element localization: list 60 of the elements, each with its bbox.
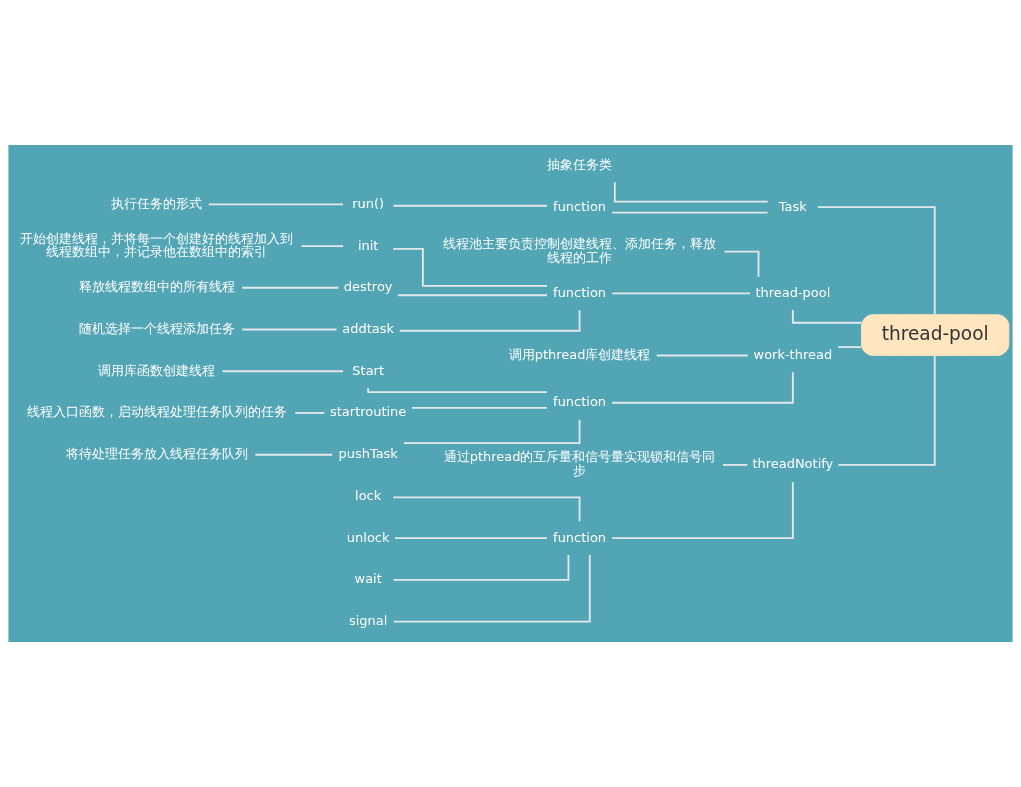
node-text: function bbox=[553, 198, 607, 214]
connector bbox=[392, 496, 581, 523]
connector bbox=[294, 412, 326, 414]
node-text: Start bbox=[352, 362, 385, 378]
connector bbox=[394, 537, 548, 540]
connector bbox=[392, 204, 548, 207]
connector bbox=[241, 286, 340, 289]
node-text: startroutine bbox=[330, 404, 407, 420]
node-text: thread-pool bbox=[755, 284, 831, 300]
node-text: 调用库函数创建线程 bbox=[98, 362, 216, 378]
connector bbox=[392, 553, 570, 581]
node-text: function bbox=[553, 529, 607, 545]
node-text: function bbox=[553, 394, 607, 410]
node-text: unlock bbox=[346, 529, 390, 545]
connector bbox=[410, 406, 548, 409]
node-text: 将待处理任务放入线程任务队列 bbox=[65, 446, 248, 462]
connector bbox=[611, 211, 769, 214]
node-text: wait bbox=[354, 571, 382, 587]
connector bbox=[837, 346, 862, 349]
connector bbox=[207, 203, 344, 206]
connector bbox=[367, 387, 548, 394]
connector bbox=[254, 453, 334, 456]
connector bbox=[723, 250, 760, 278]
connector bbox=[221, 370, 344, 373]
node-text: 释放线程数组中的所有线程 bbox=[78, 279, 235, 295]
node-text: work-thread bbox=[753, 346, 833, 362]
node-text: addtask bbox=[342, 320, 395, 336]
node-text: threadNotify bbox=[752, 456, 834, 472]
node-text: 执行任务的形式 bbox=[111, 195, 203, 211]
node-text: 线程入口函数，启动线程处理任务队列的任务 bbox=[26, 404, 287, 420]
node-text: 随机选择一个线程添加任务 bbox=[78, 320, 235, 336]
node-text: lock bbox=[355, 487, 382, 503]
connector bbox=[398, 309, 581, 332]
node-text: 抽象任务类 bbox=[547, 156, 613, 172]
node-text: run() bbox=[352, 195, 385, 211]
node-text: 线程池主要负责控制创建线程、添加任务，释放线程的工作 bbox=[443, 236, 717, 266]
connector bbox=[300, 245, 344, 247]
connector bbox=[611, 480, 794, 540]
connector bbox=[241, 328, 338, 331]
connector bbox=[403, 418, 581, 445]
node-box: thread-pool bbox=[861, 314, 1010, 356]
node-text: 调用pthread库创建线程 bbox=[508, 346, 651, 362]
connector bbox=[655, 354, 749, 357]
connector bbox=[837, 354, 936, 466]
connector bbox=[613, 181, 769, 203]
node-text: pushTask bbox=[338, 446, 398, 462]
connector bbox=[392, 247, 549, 287]
connector bbox=[816, 206, 936, 316]
connector bbox=[722, 463, 749, 466]
node-text: init bbox=[357, 237, 379, 253]
node-text: function bbox=[553, 284, 607, 300]
connector bbox=[611, 371, 794, 404]
connector bbox=[611, 292, 751, 295]
node-text: signal bbox=[348, 613, 388, 629]
node-text: Task bbox=[778, 198, 807, 214]
connector bbox=[392, 554, 591, 623]
node-text: 通过pthread的互斥量和信号量实现锁和信号同步 bbox=[443, 449, 716, 479]
connector bbox=[397, 294, 548, 297]
node-text: destroy bbox=[343, 279, 393, 295]
node-text: 开始创建线程，并将每一个创建好的线程加入到线程数组中，并记录他在数组中的索引 bbox=[20, 230, 294, 260]
